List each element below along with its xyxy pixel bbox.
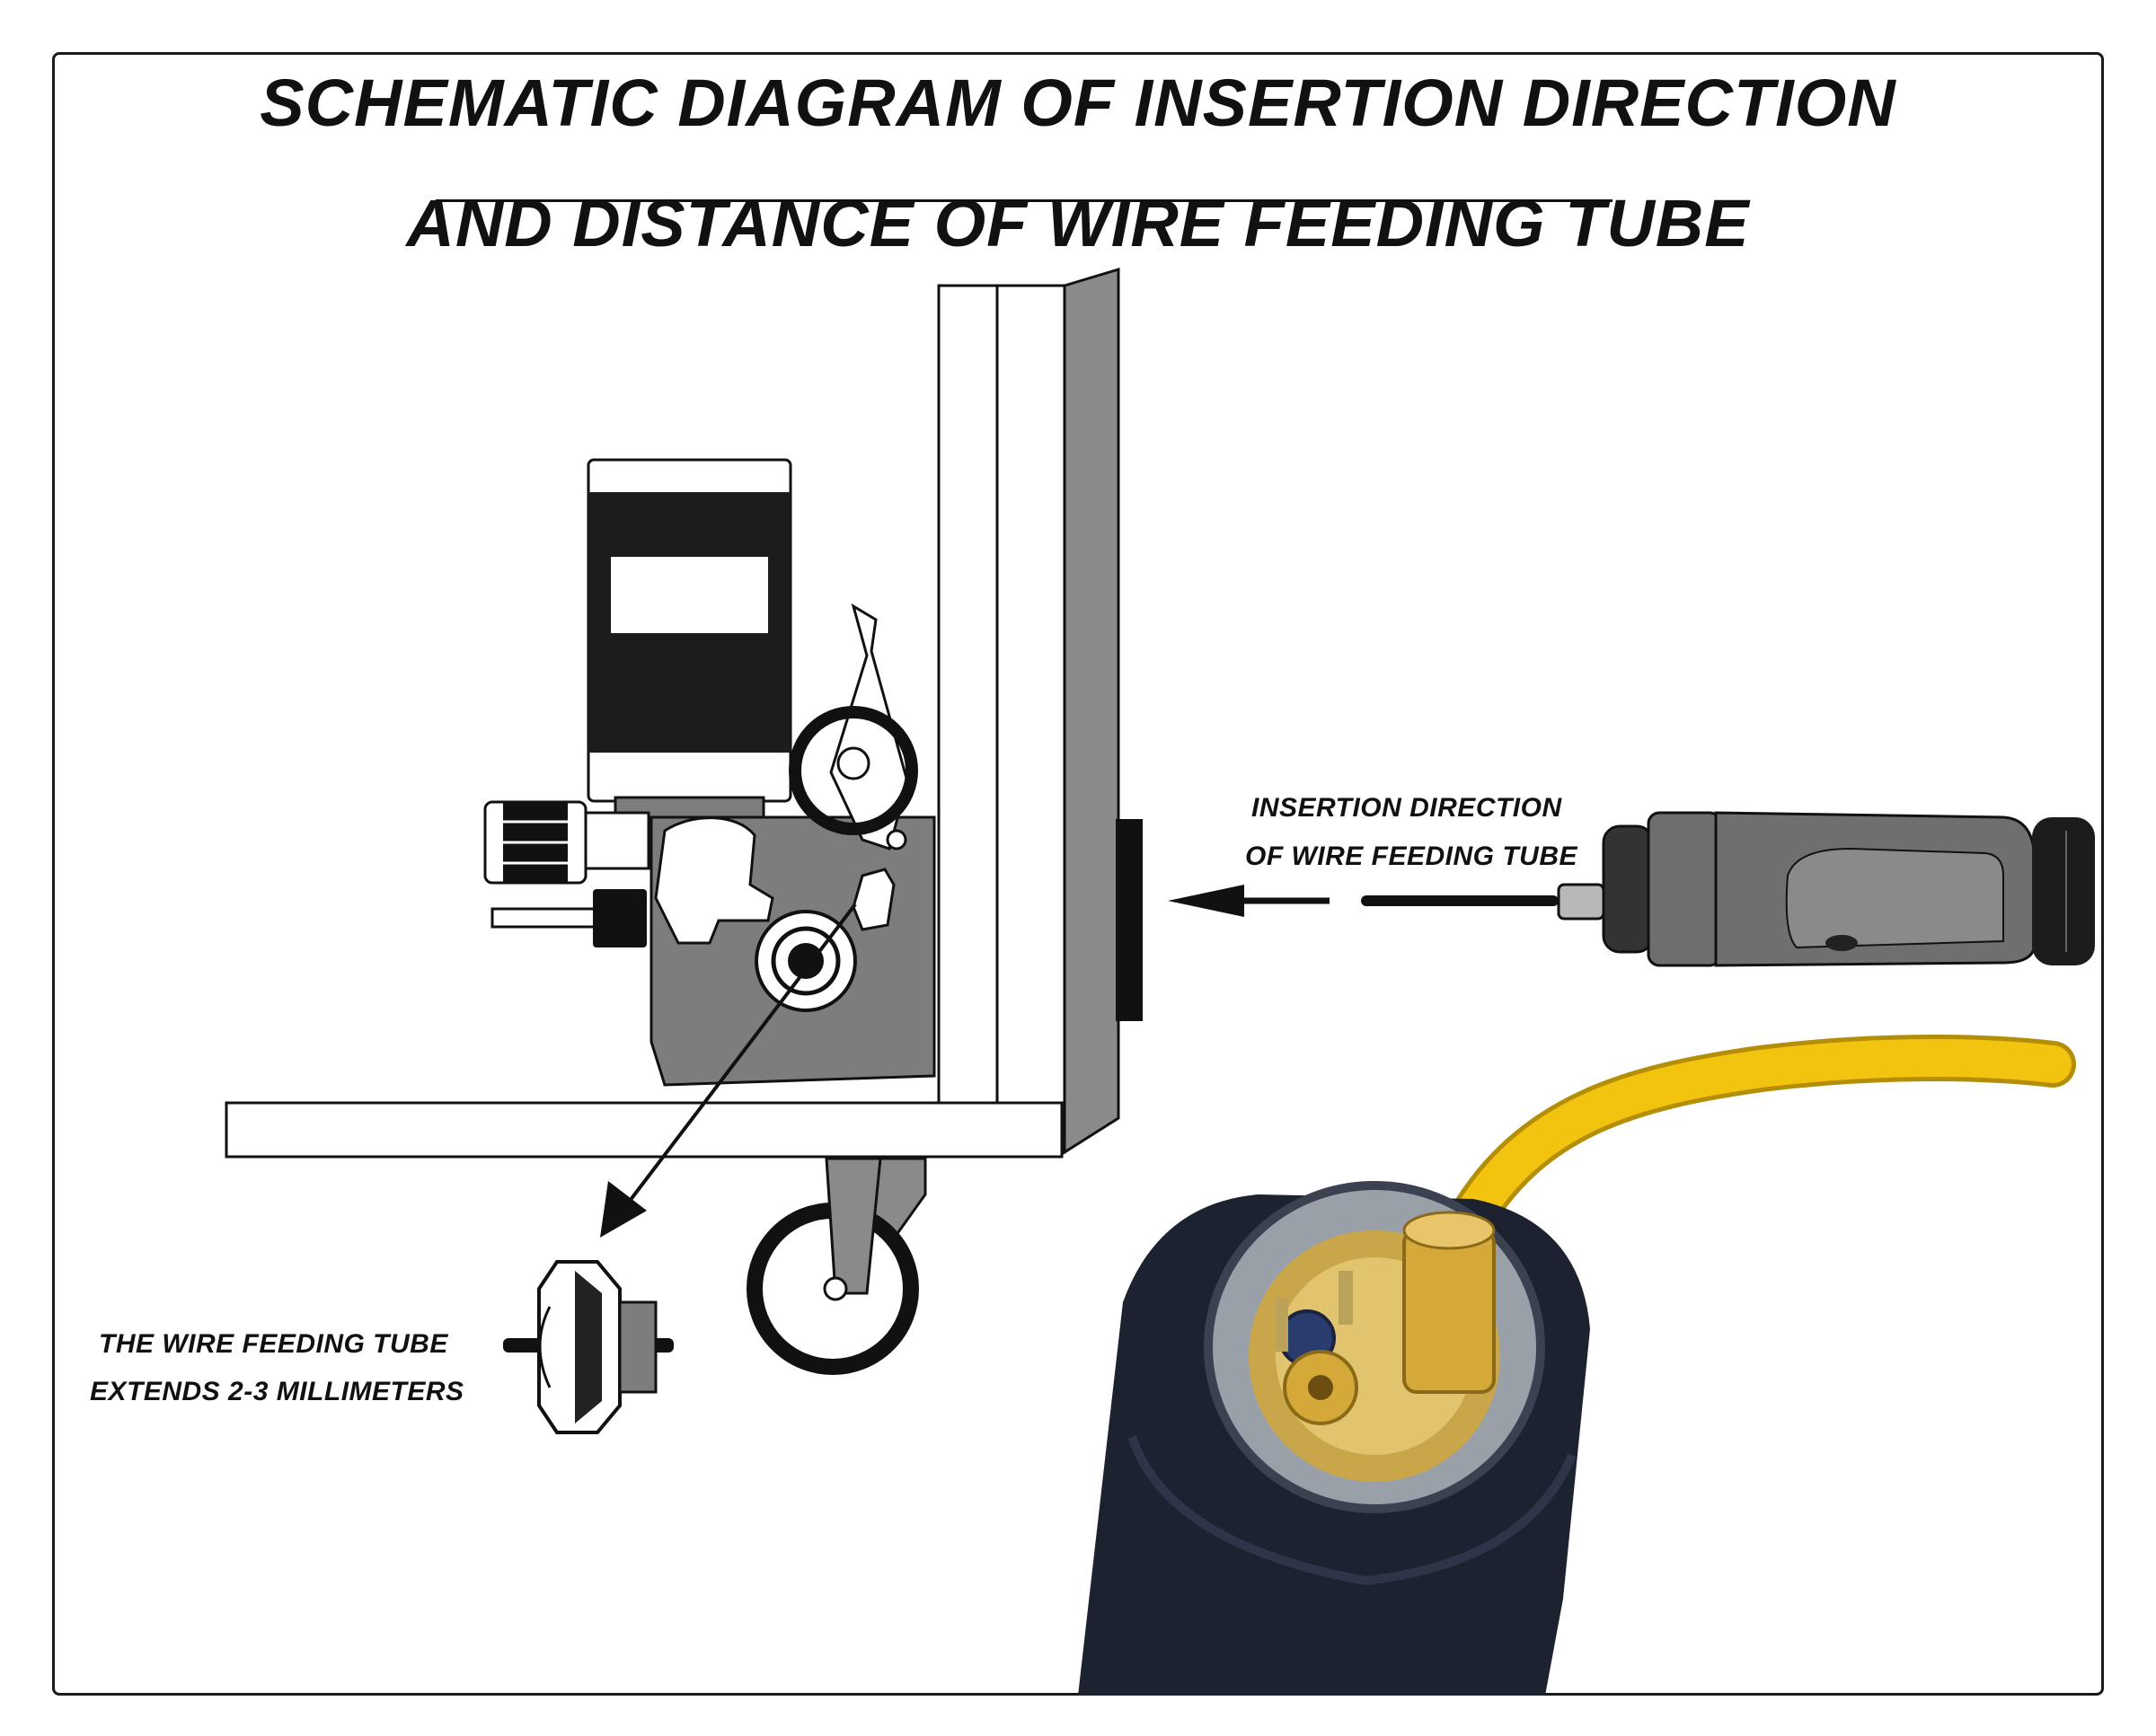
wire-feeder-motor (587, 458, 792, 831)
yellow-wire-cable (1441, 1035, 2076, 1254)
diagram-frame (52, 52, 2104, 1696)
tension-knob (483, 800, 650, 947)
diagram-title-line-2: AND DISTANCE OF WIRE FEEDING TUBE (406, 186, 1750, 260)
diagram-title-line-1: SCHEMATIC DIAGRAM OF INSERTION DIRECTION (260, 66, 1896, 140)
extension-label-line-1: THE WIRE FEEDING TUBE (99, 1329, 448, 1359)
insertion-direction-arrow (1168, 885, 1559, 917)
insertion-label-line-1: INSERTION DIRECTION (1251, 793, 1562, 823)
machine-frame (225, 267, 1143, 1159)
feeder-housing (649, 603, 936, 1087)
caster-wheel (747, 1157, 927, 1375)
title-rule (436, 199, 1613, 202)
wire-feeding-tube-nozzle-icon (503, 1260, 674, 1434)
extension-label-line-2: EXTENDS 2-3 MILLIMETERS (90, 1377, 464, 1406)
extension-pointer-arrow (600, 903, 857, 1238)
insertion-label-line-2: OF WIRE FEEDING TUBE (1245, 842, 1577, 871)
torch-connector-handle (1557, 811, 2095, 967)
euro-connector-icon (1078, 1181, 1590, 1696)
